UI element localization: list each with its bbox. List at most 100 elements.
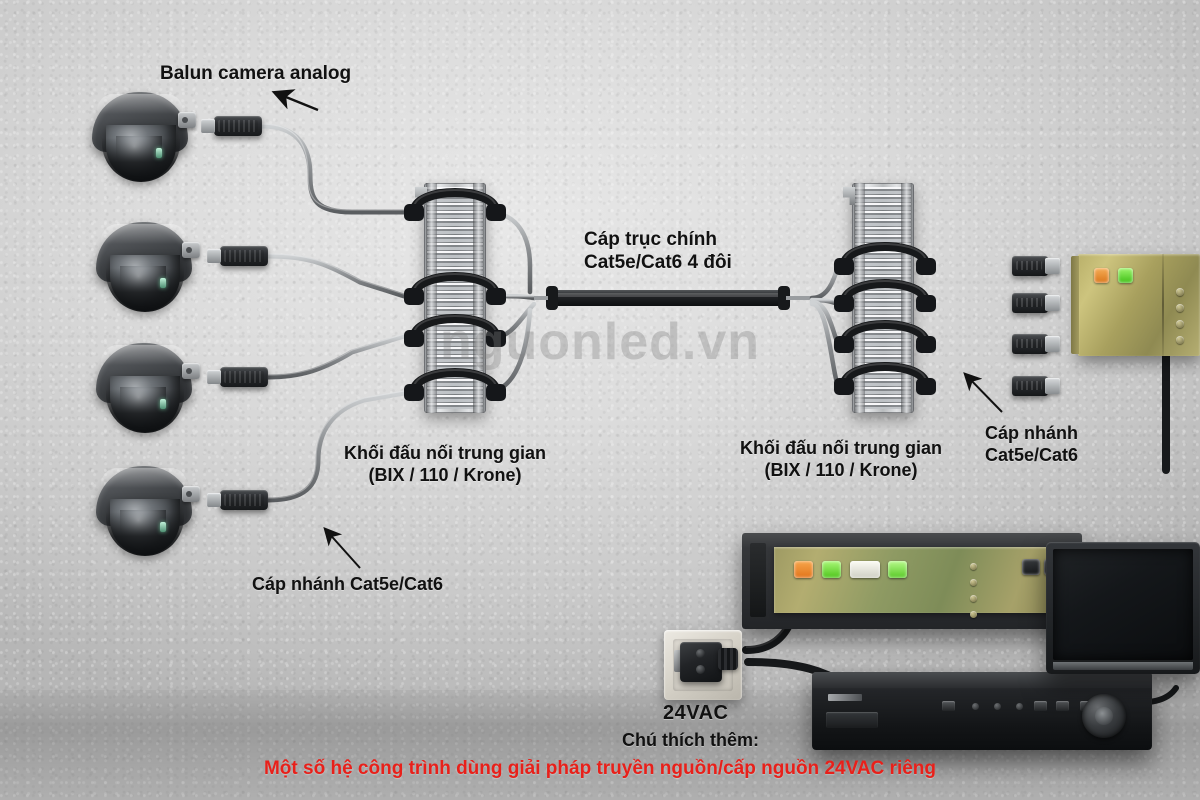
label-branch-right: Cáp nhánh Cat5e/Cat6 — [985, 423, 1079, 465]
monitor-chin — [1053, 662, 1193, 670]
dvr-recorder[interactable] — [812, 672, 1152, 750]
camera-rim — [101, 345, 187, 365]
balun-1[interactable] — [201, 116, 262, 136]
camera-mount-pad — [178, 112, 196, 128]
branch-cable-group-right — [921, 263, 1015, 389]
rack-led-green[interactable] — [822, 561, 841, 578]
jumper-ferrules-left — [404, 204, 506, 401]
dvr-jog-dial[interactable] — [1082, 694, 1126, 738]
dvr-led-1 — [994, 703, 1001, 710]
arrow-branch-right — [963, 372, 1003, 413]
block-rail-right — [901, 183, 912, 413]
lcd-monitor[interactable] — [1046, 542, 1200, 674]
balun-tip — [207, 370, 221, 384]
outlet-prong — [674, 650, 684, 672]
block-rail-right — [473, 183, 484, 413]
dvr-top-surface — [812, 672, 1152, 688]
balun-tip — [207, 493, 221, 507]
rj45-clip — [1045, 258, 1060, 274]
rj45-shell — [1012, 293, 1048, 313]
rack-led-green-2[interactable] — [888, 561, 907, 578]
trunk-cable — [548, 290, 786, 306]
rack-left-tab — [750, 543, 766, 617]
outlet-plug[interactable] — [680, 642, 722, 682]
dvr-button-2[interactable] — [1034, 701, 1047, 711]
label-note-heading: Chú thích thêm: — [622, 730, 759, 750]
rack-port-1[interactable] — [970, 563, 977, 570]
rj45-plug-1[interactable] — [1012, 256, 1060, 276]
label-block-right: Khối đấu nối trung gian (BIX / 110 / Kro… — [740, 438, 942, 480]
arrow-branch-left — [323, 527, 361, 569]
camera-ir-led — [160, 399, 166, 409]
camera-ir-led — [160, 522, 166, 532]
label-24vac: 24VAC — [663, 702, 729, 724]
label-note-body: Một số hệ công trình dùng giải pháp truy… — [263, 758, 937, 779]
rack-port-4[interactable] — [970, 611, 977, 618]
hub-port-2[interactable] — [1176, 304, 1184, 312]
camera-mount-pad — [182, 486, 200, 502]
outlet-strain-relief — [718, 648, 738, 670]
dvr-led-2 — [1016, 703, 1023, 710]
hub-port-1[interactable] — [1176, 288, 1184, 296]
hub-led-orange — [1094, 268, 1109, 283]
rj45-plug-2[interactable] — [1012, 293, 1060, 313]
balun-3[interactable] — [207, 367, 268, 387]
trunk-ferrule-left — [546, 286, 558, 310]
arrow-balun — [271, 89, 319, 112]
camera-rim — [101, 224, 187, 244]
rj45-clip — [1045, 295, 1060, 311]
hub-port-3[interactable] — [1176, 320, 1184, 328]
rack-port-3[interactable] — [970, 595, 977, 602]
label-balun: Balun camera analog — [160, 63, 352, 84]
camera-4[interactable] — [96, 466, 200, 558]
rj45-shell — [1012, 334, 1048, 354]
label-branch-left: Cáp nhánh Cat5e/Cat6 — [252, 574, 444, 594]
hub-led-green — [1118, 268, 1133, 283]
camera-1[interactable] — [92, 92, 196, 184]
dvr-button-1[interactable] — [942, 701, 955, 711]
trunk-cable-highlight — [552, 293, 780, 297]
camera-rim — [97, 94, 183, 114]
rack-switch-1[interactable] — [1022, 559, 1040, 575]
rack-led-orange[interactable] — [794, 561, 813, 578]
camera-2[interactable] — [96, 222, 200, 314]
rj45-plug-4[interactable] — [1012, 376, 1060, 396]
camera-3[interactable] — [96, 343, 200, 435]
block-rail-left — [426, 183, 437, 413]
dvr-ir-receiver — [972, 703, 979, 710]
jumper-ferrules-right — [834, 258, 936, 395]
balun-tip — [201, 119, 215, 133]
balun-2[interactable] — [207, 246, 268, 266]
rj45-plug-3[interactable] — [1012, 334, 1060, 354]
trunk-ferrule-right — [778, 286, 790, 310]
video-balun-hub[interactable] — [1071, 254, 1200, 356]
block-rail-left — [854, 183, 865, 413]
dvr-front-bay — [826, 712, 878, 728]
branch-cable-group-left — [259, 123, 407, 503]
label-trunk-cable: Cáp trục chính Cat5e/Cat6 4 đôi — [584, 229, 732, 274]
hub-port-4[interactable] — [1176, 336, 1184, 344]
camera-mount-pad — [182, 363, 200, 379]
camera-rim — [101, 468, 187, 488]
wall-outlet-24vac[interactable] — [664, 630, 742, 700]
dvr-brand-logo — [828, 694, 862, 701]
camera-ir-led — [156, 148, 162, 158]
rj45-shell — [1012, 376, 1048, 396]
rack-indicator-white[interactable] — [850, 561, 880, 578]
camera-mount-pad — [182, 242, 200, 258]
rj45-clip — [1045, 378, 1060, 394]
camera-ir-led — [160, 278, 166, 288]
rj45-clip — [1045, 336, 1060, 352]
hub-divider — [1162, 254, 1164, 356]
rj45-shell — [1012, 256, 1048, 276]
rack-port-2[interactable] — [970, 579, 977, 586]
balun-4[interactable] — [207, 490, 268, 510]
dvr-button-3[interactable] — [1056, 701, 1069, 711]
branch-cable-highlight-left — [261, 123, 405, 499]
balun-tip — [207, 249, 221, 263]
label-block-left: Khối đấu nối trung gian (BIX / 110 / Kro… — [344, 443, 546, 485]
